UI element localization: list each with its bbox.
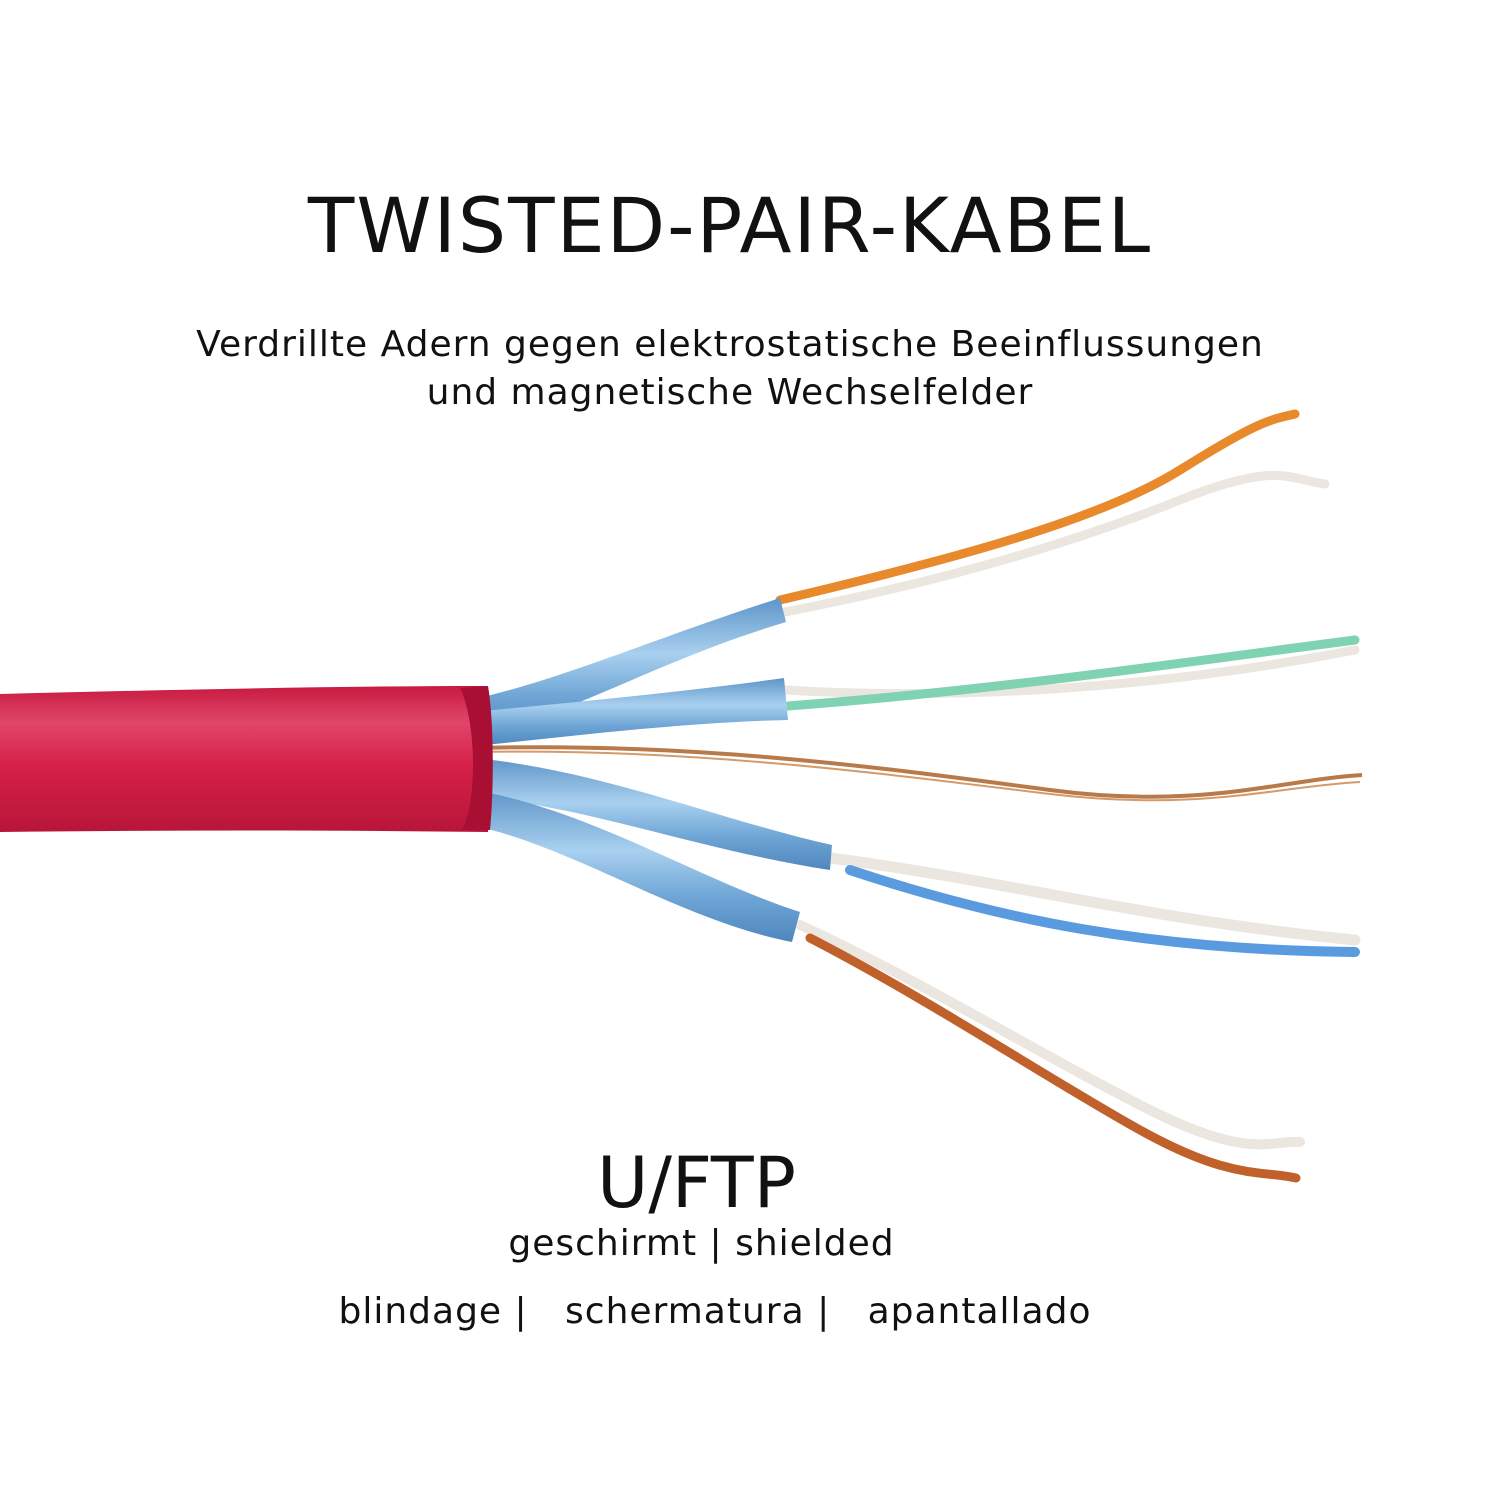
separator: | (817, 1291, 831, 1332)
translation-it: schermatura (565, 1291, 805, 1332)
translation-fr: blindage (338, 1291, 503, 1332)
cable-jacket (0, 686, 488, 832)
foil-shield-blue-pair (474, 758, 832, 870)
foil-shield-brown-pair (474, 790, 800, 942)
orange-wire (775, 409, 1300, 605)
foil-shield-green-pair (472, 678, 788, 746)
brown-wire (805, 933, 1301, 1183)
separator: | (514, 1291, 528, 1332)
subtitle-line-2: und magnetische Wechselfelder (426, 372, 1034, 413)
white-green-wire (780, 645, 1360, 699)
white-blue-wire (824, 852, 1361, 946)
white-brown-wire (795, 920, 1305, 1150)
foil-shield-orange-pair (470, 598, 786, 738)
copper-drain-wire (479, 745, 1363, 799)
shielding-description: geschirmt | shielded (508, 1223, 895, 1264)
shielding-type: U/FTP (597, 1142, 796, 1224)
white-orange-wire (780, 470, 1330, 617)
page-title: TWISTED-PAIR-KABEL (307, 181, 1153, 270)
shielding-translations: blindage | schermatura | apantallado (0, 1294, 1430, 1330)
green-wire (783, 635, 1360, 711)
translation-es: apantallado (867, 1291, 1092, 1332)
subtitle-line-1: Verdrillte Adern gegen elektrostatische … (196, 324, 1264, 365)
blue-wire (845, 865, 1360, 957)
